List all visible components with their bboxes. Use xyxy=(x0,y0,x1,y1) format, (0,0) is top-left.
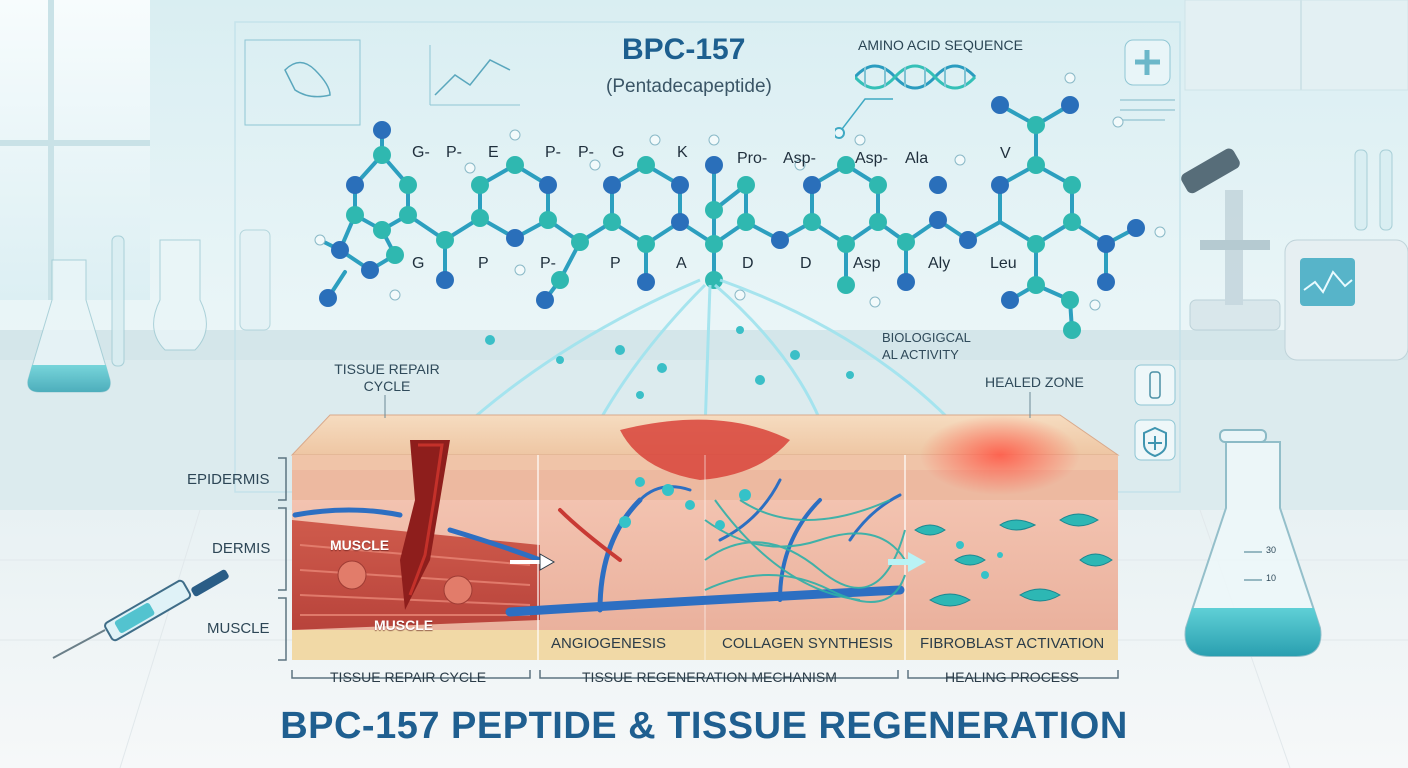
residue-top-1: G- xyxy=(412,144,430,161)
flask-mark-30: 30 xyxy=(1266,545,1277,555)
sequence-pointer xyxy=(835,98,893,139)
residue-bottom-5: A xyxy=(676,255,687,272)
residue-top-3: E xyxy=(488,144,499,161)
dna-helix-icon xyxy=(855,64,977,90)
residue-top-5: P- xyxy=(578,144,594,161)
peptide-subtitle: (Pentadecapeptide) xyxy=(606,76,772,97)
residue-bottom-10: Leu xyxy=(990,255,1017,272)
residue-top-10: Asp- xyxy=(855,150,888,167)
epidermis-label: EPIDERMIS xyxy=(187,471,270,488)
residue-bottom-4: P xyxy=(610,255,621,272)
syringe-icon xyxy=(52,569,229,659)
angiogenesis-label: ANGIOGENESIS xyxy=(551,635,667,652)
healed-zone-label: HEALED ZONE xyxy=(985,374,1084,390)
fibroblast-activation-label: FIBROBLAST ACTIVATION xyxy=(920,635,1105,652)
vial-icon xyxy=(1134,364,1176,406)
bottom-repair-label: TISSUE REPAIR CYCLE xyxy=(330,669,487,685)
activity-label-line2: AL ACTIVITY xyxy=(882,347,959,362)
flask-icon xyxy=(1184,429,1322,657)
muscle-block-label-2: MUSCLE xyxy=(374,617,434,633)
collagen-synthesis-label: COLLAGEN SYNTHESIS xyxy=(722,635,893,652)
residue-bottom-9: Aly xyxy=(928,255,951,272)
residue-bottom-8: Asp xyxy=(853,255,881,272)
bottom-healing-label: HEALING PROCESS xyxy=(945,669,1079,685)
residue-top-12: V xyxy=(1000,145,1011,162)
residue-top-8: Pro- xyxy=(737,150,768,167)
sequence-label: AMINO ACID SEQUENCE xyxy=(858,37,1023,53)
dermis-label: DERMIS xyxy=(212,540,271,557)
residue-top-6: G xyxy=(612,144,625,161)
muscle-label: MUSCLE xyxy=(207,620,270,637)
bottom-mechanism-label: TISSUE REGENERATION MECHANISM xyxy=(582,669,837,685)
residue-bottom-7: D xyxy=(800,255,812,272)
peptide-name: BPC-157 xyxy=(622,33,746,66)
residue-top-2: P- xyxy=(446,144,462,161)
residue-bottom-6: D xyxy=(742,255,754,272)
flask-mark-10: 10 xyxy=(1266,573,1277,583)
residue-top-7: K xyxy=(677,144,688,161)
muscle-block-label-1: MUSCLE xyxy=(330,537,390,553)
residue-top-9: Asp- xyxy=(783,150,816,167)
repair-cycle-line2: CYCLE xyxy=(363,378,411,394)
repair-cycle-line1: TISSUE REPAIR xyxy=(334,361,440,377)
residue-bottom-3: P- xyxy=(540,255,556,272)
residue-top-11: Ala xyxy=(905,150,929,167)
page-title: BPC-157 PEPTIDE & TISSUE REGENERATION xyxy=(280,705,1128,747)
residue-bottom-1: G xyxy=(412,255,425,272)
activity-label-line1: BIOLOGIGCAL xyxy=(882,330,971,345)
residue-top-4: P- xyxy=(545,144,561,161)
residue-bottom-2: P xyxy=(478,255,489,272)
